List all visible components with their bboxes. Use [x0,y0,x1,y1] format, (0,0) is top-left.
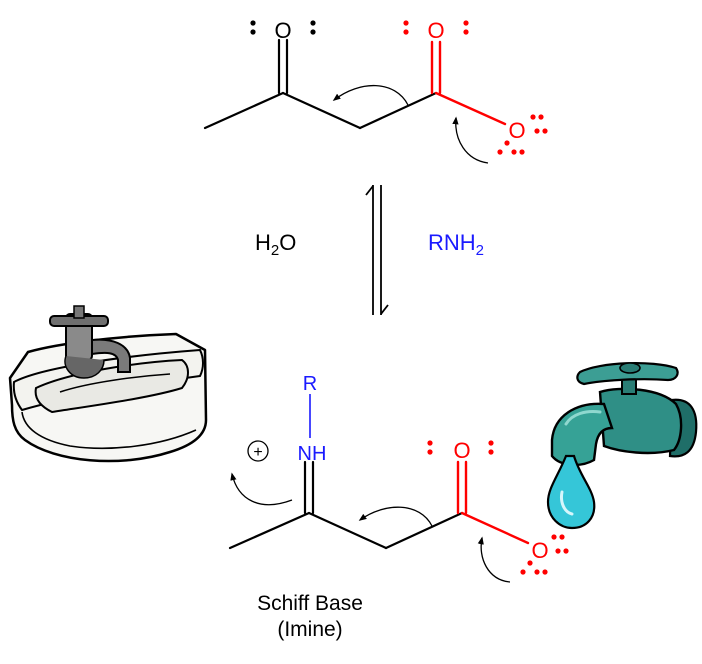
water-label: H2O [255,230,296,259]
carboxylate-anion-oxygen-label-bottom: O [531,538,548,563]
imine-nh-label: NH [298,443,327,465]
dripping-faucet-icon [546,361,698,530]
r-group-label: R [303,373,317,395]
caption-subtitle: (Imine) [277,618,343,641]
carboxylate-anion-oxygen-label: O [508,118,525,143]
equilibrium-arrows [365,185,389,315]
alpha-to-carboxyl-bond-bottom [384,511,464,550]
schiff-base-molecule: NH R + O O [228,373,569,583]
methyl-bond-bottom [228,511,311,550]
curly-arrow-top-2 [452,116,489,164]
curly-arrow-bottom-2 [477,536,511,583]
carboxylate-single-bond-bottom [460,511,530,545]
ketone-lone-pairs [250,20,316,35]
acetoacetate-molecule: O O O [203,18,548,164]
carboxyl-oxygen-label-bottom: O [453,438,470,463]
sink-icon [8,305,208,463]
carboxyl-oxygen-label: O [427,18,444,43]
alpha-bond-bottom [307,511,388,550]
caption-title: Schiff Base [257,592,363,615]
carboxylate-lone-pairs [403,20,548,155]
curly-arrow-to-charge [230,472,293,506]
carboxylate-single-bond [434,91,507,126]
alpha-bond [281,91,362,130]
positive-charge-label: + [253,444,262,461]
positive-charge-circle [247,440,269,462]
carboxylate-lone-pairs-bottom [427,440,569,575]
ketone-oxygen-label: O [274,18,291,43]
methyl-bond [203,91,285,130]
curly-arrow-bottom-1 [358,506,433,527]
alpha-to-carboxyl-bond [358,91,438,130]
amine-label: RNH2 [428,230,484,259]
curly-arrow-top-1 [332,84,409,106]
